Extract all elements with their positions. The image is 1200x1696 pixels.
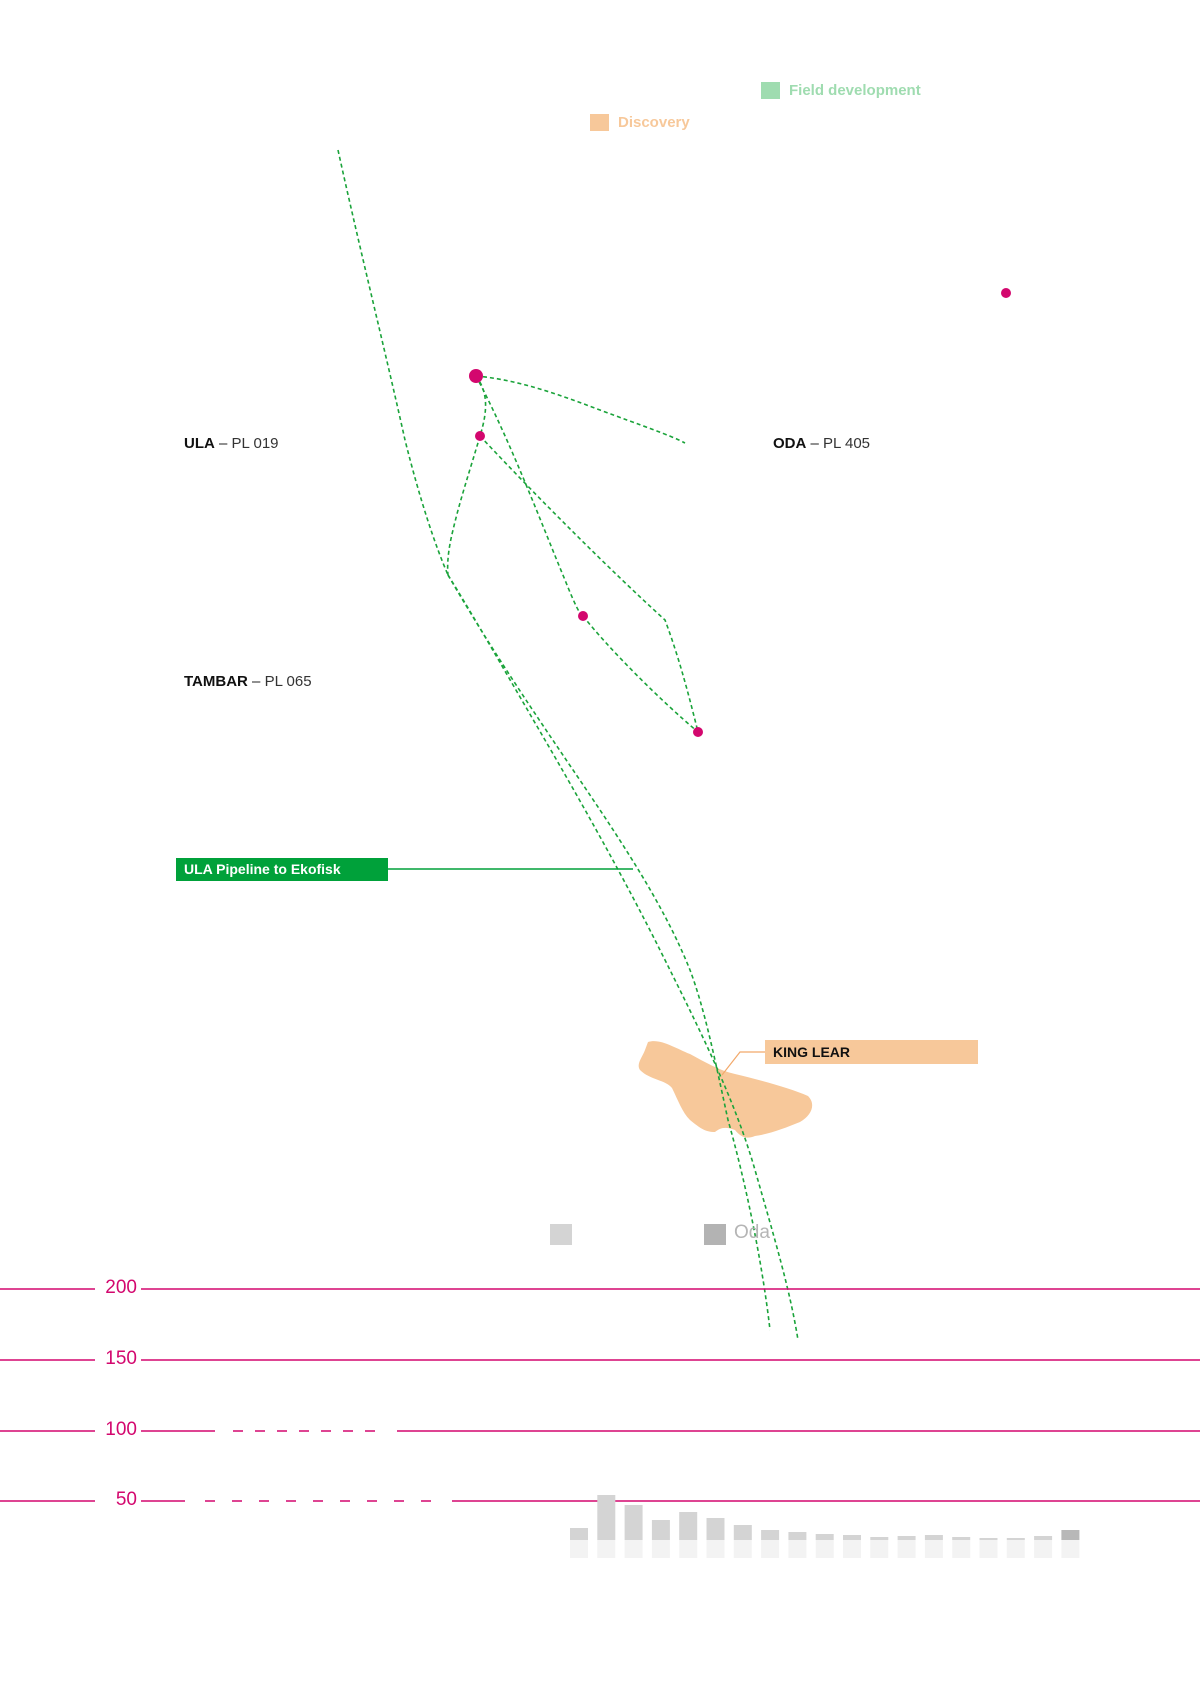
route-main-north	[337, 149, 449, 576]
production-bar-shadow-14	[924, 1540, 943, 1558]
production-bar-5	[679, 1512, 698, 1540]
route-ula-to-tambar-west	[446, 435, 481, 576]
production-bar-9	[788, 1532, 807, 1540]
ghost-legend-swatch-light	[550, 1224, 572, 1245]
tambar-east-platform[interactable]	[693, 727, 703, 737]
depth-label-50: 50	[115, 1489, 137, 1510]
oda-platform[interactable]	[1001, 288, 1011, 298]
route-ula-to-tambar-a	[475, 375, 584, 617]
field-label-ula[interactable]: ULA – PL 019	[184, 435, 279, 452]
production-bar-shadow-18	[1034, 1540, 1053, 1558]
field-sep-oda: –	[806, 435, 824, 452]
legend-label-field-development: Field development	[789, 82, 921, 99]
field-licence-oda: PL 405	[823, 435, 871, 452]
route-ula-to-oda	[475, 375, 686, 444]
production-bar-shadow-4	[651, 1540, 670, 1558]
production-bar-8	[761, 1530, 780, 1540]
production-bar-18	[1034, 1536, 1053, 1540]
pipeline-routes	[337, 149, 799, 1341]
production-bar-10	[815, 1534, 834, 1540]
king-lear-leader-line	[721, 1051, 765, 1076]
production-bar-17	[1006, 1538, 1025, 1540]
production-bar-shadow-11	[843, 1540, 861, 1558]
production-bar-11	[843, 1535, 861, 1540]
production-bar-shadow-1	[570, 1540, 588, 1558]
production-bar-15	[952, 1537, 971, 1540]
production-bar-6	[706, 1518, 725, 1540]
field-licence-tambar: PL 065	[264, 673, 312, 690]
field-label-tambar[interactable]: TAMBAR – PL 065	[184, 673, 312, 690]
route-ula-inner	[475, 375, 487, 437]
production-bar-shadow-10	[815, 1540, 834, 1558]
field-name-tambar: TAMBAR	[184, 673, 248, 690]
king-lear-label[interactable]: KING LEAR	[765, 1040, 978, 1064]
depth-label-100: 100	[105, 1419, 137, 1440]
production-bar-shadow-7	[733, 1540, 752, 1558]
production-bar-shadow-9	[788, 1540, 807, 1558]
depth-label-150: 150	[105, 1348, 137, 1369]
production-bar-3	[624, 1505, 643, 1540]
field-sep-tambar: –	[247, 673, 265, 690]
production-bar-shadow-16	[979, 1540, 998, 1558]
ula-platform-secondary[interactable]	[475, 431, 485, 441]
production-bar-14	[924, 1535, 943, 1540]
production-bar-1	[570, 1528, 588, 1540]
production-bars	[570, 1495, 1080, 1558]
route-tambar-link	[582, 615, 699, 733]
legend-swatch-discovery	[590, 114, 609, 131]
ghost-legend-swatch-dark	[704, 1224, 726, 1245]
depth-label-200: 200	[105, 1277, 137, 1298]
field-sep-ula: –	[214, 435, 232, 452]
field-label-oda[interactable]: ODA – PL 405	[773, 435, 870, 452]
legend-discovery: Discovery	[590, 114, 690, 131]
field-name-oda: ODA	[773, 435, 807, 452]
production-bar-2	[597, 1495, 616, 1540]
production-bar-shadow-13	[897, 1540, 916, 1558]
field-name-ula: ULA	[184, 435, 215, 452]
production-bar-shadow-19	[1061, 1540, 1080, 1558]
tambar-platform[interactable]	[578, 611, 588, 621]
production-bar-shadow-17	[1006, 1540, 1025, 1558]
depth-axis	[0, 1288, 1200, 1502]
production-bar-7	[733, 1525, 752, 1540]
route-main-south	[447, 574, 771, 1331]
legend-field-development: Field development	[761, 82, 921, 99]
production-bar-19	[1061, 1530, 1080, 1540]
field-licence-ula: PL 019	[231, 435, 279, 452]
legend-swatch-field-development	[761, 82, 780, 99]
production-bar-shadow-12	[870, 1540, 889, 1558]
production-bar-12	[870, 1537, 889, 1540]
legend-label-discovery: Discovery	[618, 114, 690, 131]
production-bar-16	[979, 1538, 998, 1540]
route-ula-to-tambar-b	[479, 435, 699, 733]
production-bar-shadow-15	[952, 1540, 971, 1558]
ula-platform-main[interactable]	[469, 369, 483, 383]
production-bar-shadow-2	[597, 1540, 616, 1558]
production-bar-shadow-8	[761, 1540, 780, 1558]
production-bar-4	[651, 1520, 670, 1540]
production-bar-shadow-6	[706, 1540, 725, 1558]
installations	[469, 288, 1011, 737]
production-bar-shadow-5	[679, 1540, 698, 1558]
production-bar-shadow-3	[624, 1540, 643, 1558]
route-ula-to-ekofisk	[447, 574, 799, 1341]
pipeline-label[interactable]: ULA Pipeline to Ekofisk	[176, 858, 388, 881]
ghost-legend-label-oda: Oda	[734, 1222, 770, 1243]
production-bar-13	[897, 1536, 916, 1540]
